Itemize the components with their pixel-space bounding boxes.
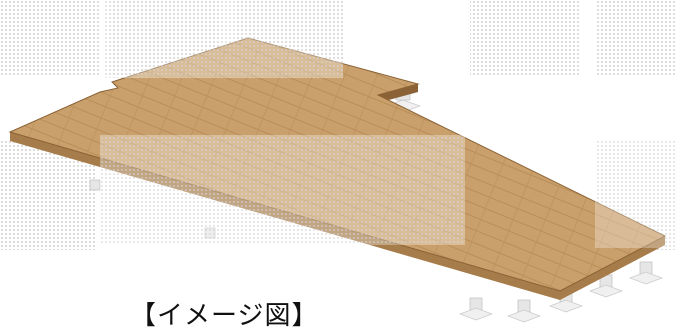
support-leg xyxy=(89,179,101,191)
watermark-overlay xyxy=(100,0,677,248)
watermark-dots xyxy=(100,135,465,245)
watermark-dots xyxy=(105,0,343,78)
support-leg xyxy=(589,274,623,298)
image-caption: 【イメージ図】 xyxy=(130,301,319,331)
support-leg xyxy=(459,297,493,321)
support-leg xyxy=(507,299,541,323)
watermark-block xyxy=(595,0,677,75)
support-leg xyxy=(629,261,663,285)
watermark-panel xyxy=(595,140,677,248)
watermark-block xyxy=(470,0,580,75)
watermark-block xyxy=(0,0,100,75)
